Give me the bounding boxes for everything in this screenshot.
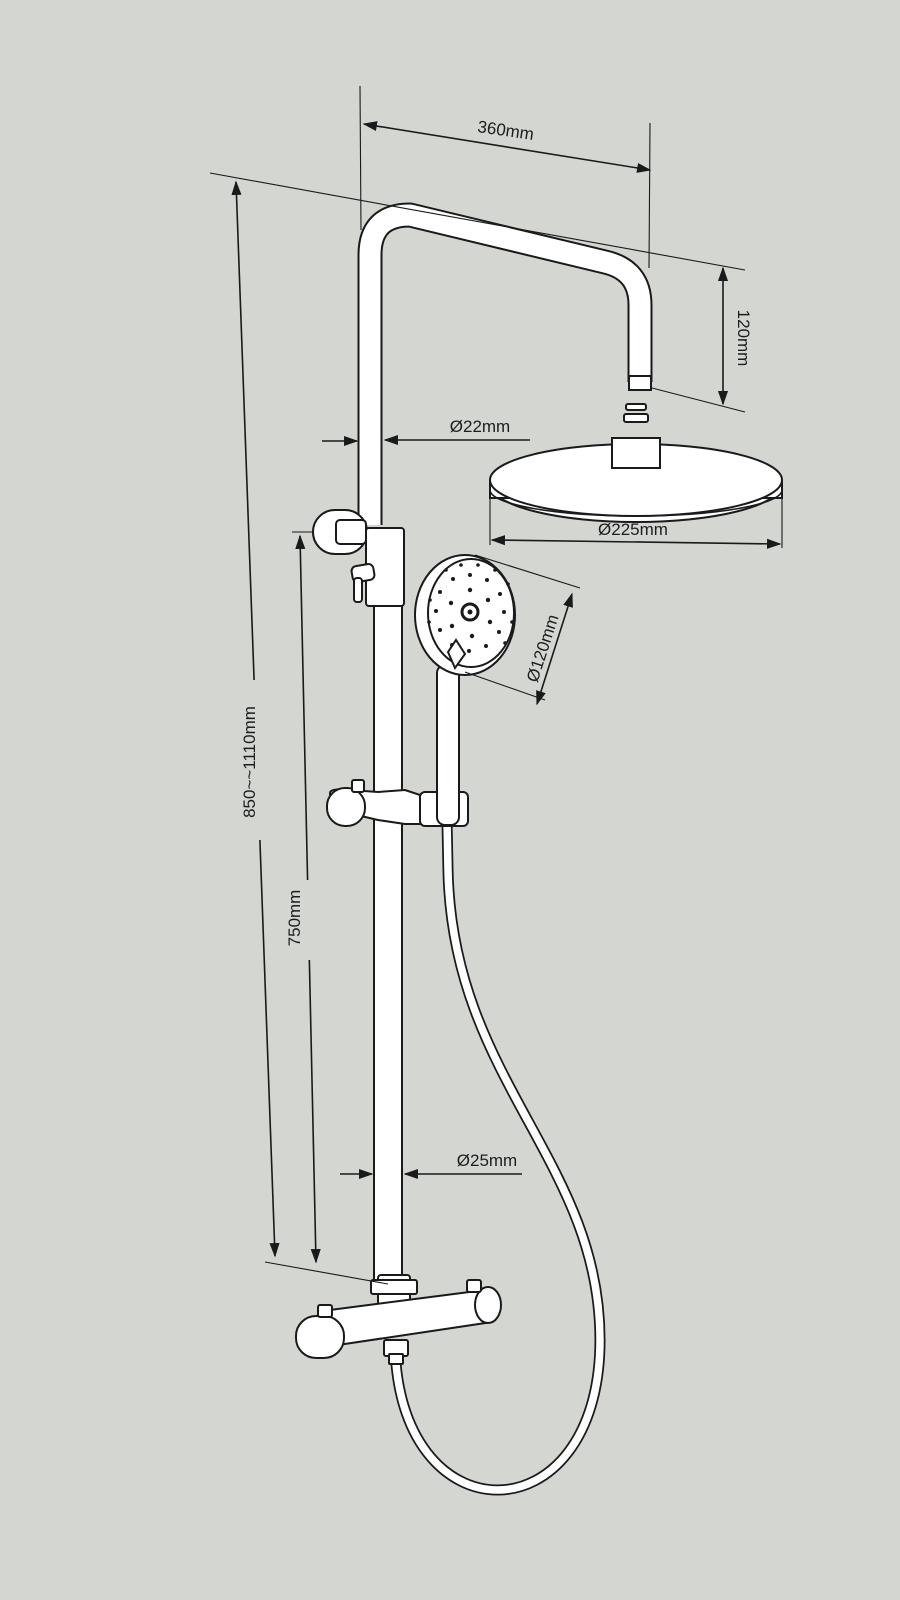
label-riser-diameter: Ø22mm	[450, 417, 510, 436]
riser-pipe	[373, 594, 403, 1281]
dim-lower-pipe-diameter: Ø25mm	[340, 1151, 522, 1180]
label-overall-height: 850~~1110mm	[240, 706, 259, 818]
dim-riser-diameter: Ø22mm	[322, 417, 530, 447]
dim-overall-height: 850~~1110mm	[231, 180, 389, 1285]
thermostatic-mixer	[295, 1274, 502, 1365]
label-rail-height: 750mm	[285, 890, 304, 947]
label-overhead-diameter: Ø225mm	[598, 520, 668, 539]
dim-rail-height: 750mm	[285, 531, 322, 1264]
dim-overhead-diameter: Ø225mm	[489, 496, 783, 549]
label-handshower-diameter: Ø120mm	[523, 612, 563, 684]
label-arm-reach: 360mm	[476, 117, 535, 144]
label-lower-pipe-diameter: Ø25mm	[457, 1151, 517, 1170]
overhead-shower-head	[489, 403, 783, 523]
label-arm-drop: 120mm	[734, 310, 753, 367]
handshower-handle	[436, 664, 460, 826]
dim-arm-drop: 120mm	[209, 172, 753, 413]
